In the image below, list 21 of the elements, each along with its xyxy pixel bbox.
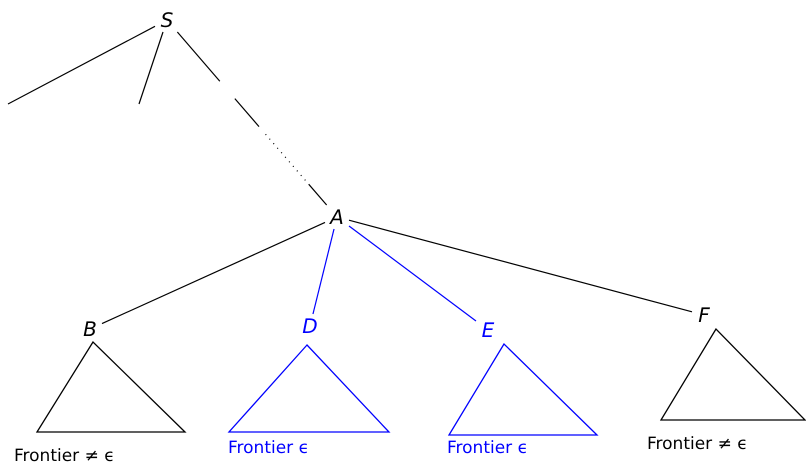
subtree-triangle xyxy=(229,345,389,432)
frontier-label: Frontier ≠ ϵ xyxy=(14,446,115,466)
tree-node-label: S xyxy=(155,8,179,32)
tree-node-label: A xyxy=(325,205,349,229)
tree-node-label: F xyxy=(692,303,716,327)
tree-edge xyxy=(8,26,156,105)
tree-edge xyxy=(348,220,692,312)
frontier-label: Frontier ϵ xyxy=(228,438,310,458)
frontier-label: Frontier ϵ xyxy=(447,438,528,458)
subtree-triangle xyxy=(449,344,597,435)
tree-edge xyxy=(138,32,164,104)
tree-edge xyxy=(102,222,326,324)
tree-node-label: B xyxy=(78,317,102,341)
frontier-label: Frontier ≠ ϵ xyxy=(647,434,748,454)
tree-edge xyxy=(348,226,476,322)
tree-edge xyxy=(312,228,335,314)
tree-node-label: D xyxy=(298,314,322,338)
subtree-triangle xyxy=(661,329,805,420)
subtree-triangle xyxy=(37,342,185,432)
tree-node-label: E xyxy=(476,318,500,342)
tree-edge xyxy=(176,32,328,206)
